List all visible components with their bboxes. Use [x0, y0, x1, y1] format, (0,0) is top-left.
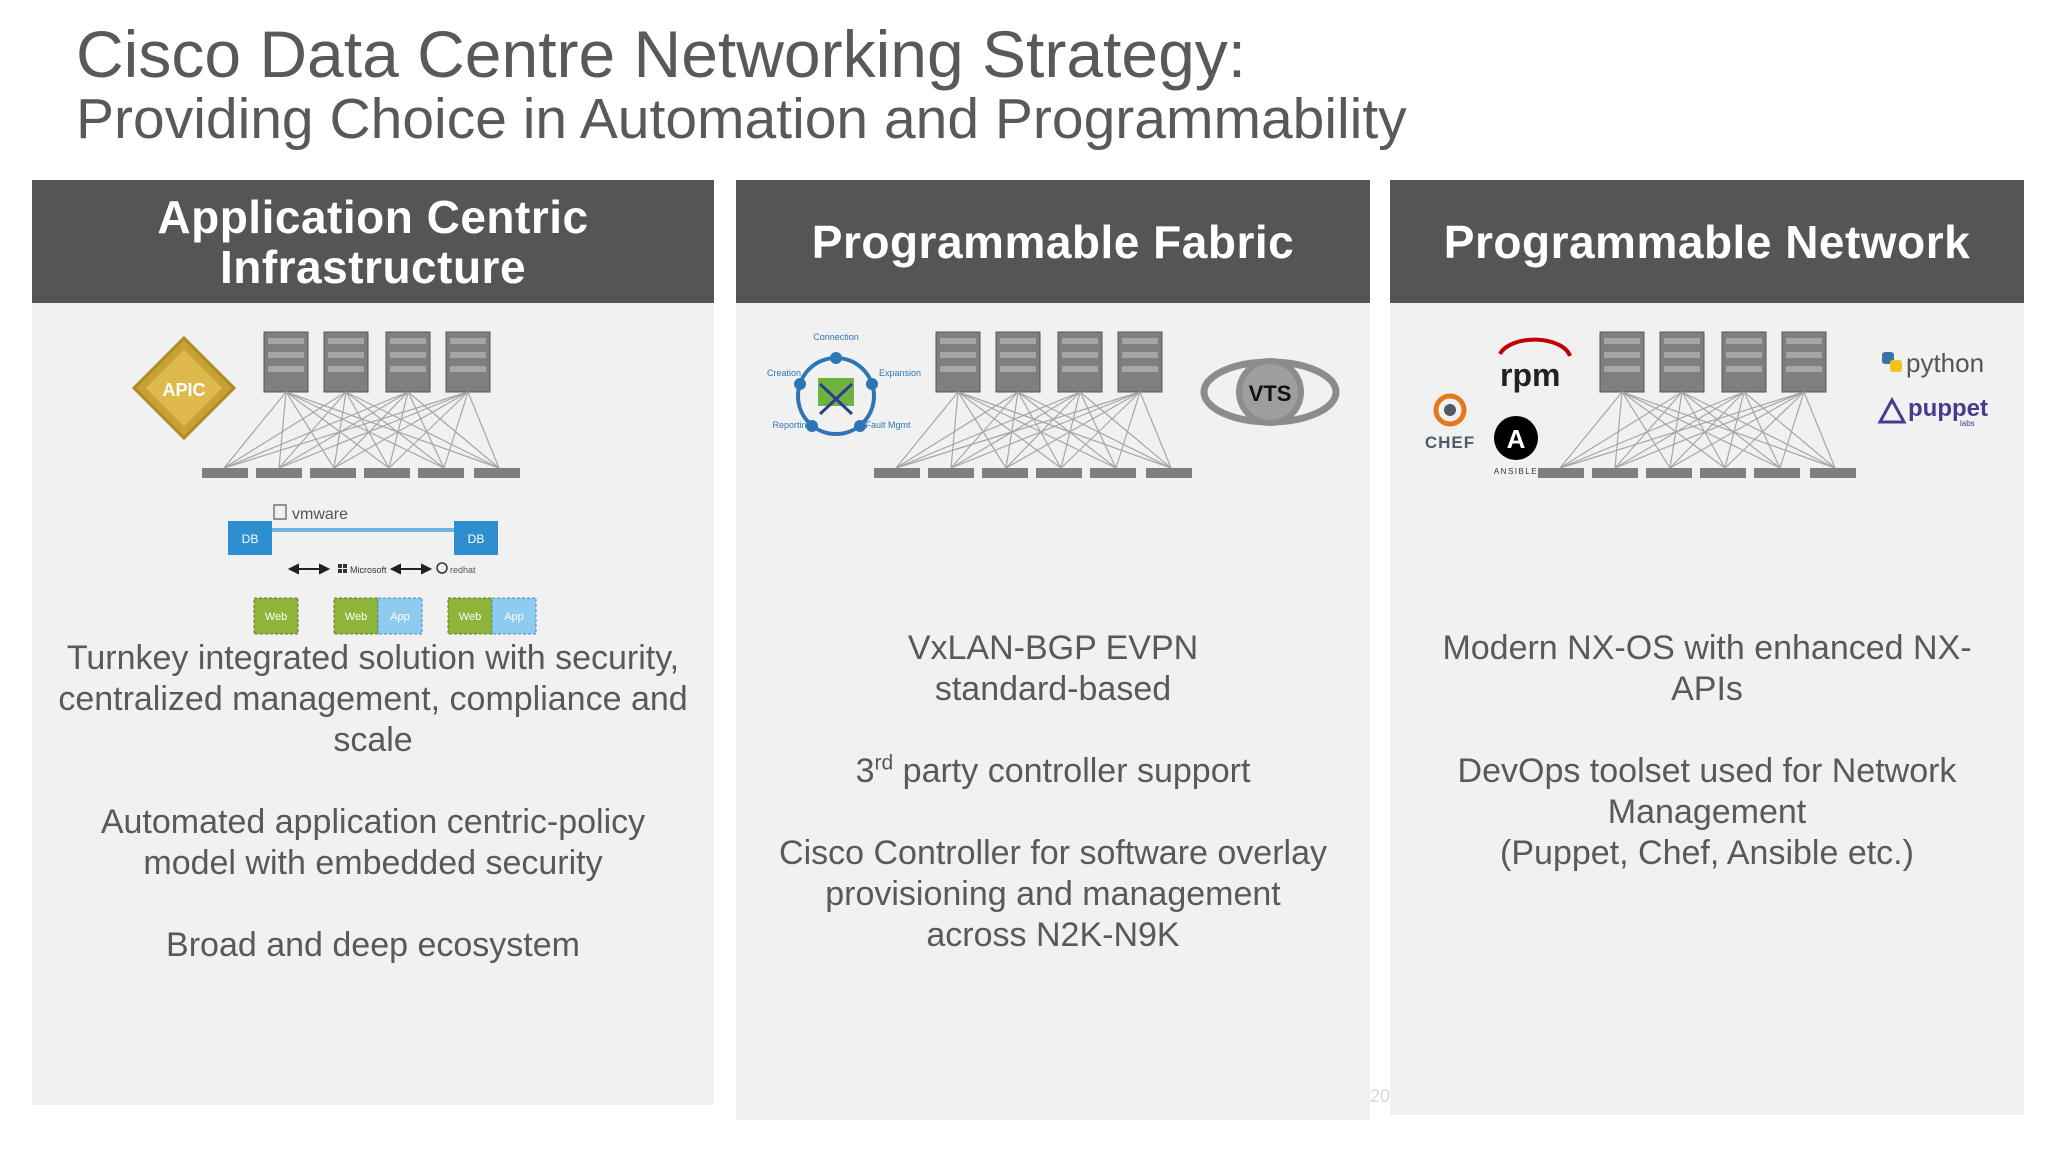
- panel-header-title: Programmable Fabric: [811, 215, 1295, 268]
- panel-header-title: Programmable Network: [1443, 215, 1971, 268]
- leaf-switches: [874, 468, 1192, 478]
- workload-boxes: Web Web App Web App: [253, 597, 537, 635]
- apic-icon: APIC: [131, 335, 237, 441]
- text-line: VxLAN-BGP EVPN: [907, 629, 1199, 667]
- redhat-icon: redhat: [436, 562, 476, 575]
- panel-body-text: VxLAN-BGP EVPN standard-based 3rd party …: [746, 628, 1360, 956]
- leaf-switches: [1538, 468, 1856, 478]
- text-line: Cisco Controller for software overlay: [779, 834, 1327, 872]
- panel-header: Programmable Network: [1390, 180, 2024, 303]
- panel-header: Application Centric Infrastructure: [32, 180, 714, 303]
- panel-header: Programmable Fabric: [736, 180, 1370, 303]
- paragraph: Turnkey integrated solution with securit…: [42, 638, 704, 761]
- fabric-graphic: Connection Creation Expansion Reporting …: [767, 331, 1340, 478]
- text-line: model with embedded security: [143, 844, 603, 882]
- svg-text:vmware: vmware: [292, 506, 348, 523]
- svg-text:puppet: puppet: [1908, 395, 1988, 422]
- panel-header-line: Infrastructure: [219, 240, 527, 293]
- svg-text:A: A: [1507, 424, 1526, 454]
- chef-icon: CHEF: [1425, 393, 1475, 452]
- text-superscript: rd: [874, 751, 894, 775]
- paragraph: 3rd party controller support: [746, 751, 1360, 792]
- puppet-icon: puppet labs: [1877, 395, 1988, 428]
- db-bar: DB DB: [228, 521, 498, 555]
- paragraph: Cisco Controller for software overlay pr…: [746, 833, 1360, 956]
- svg-text:Expansion: Expansion: [879, 368, 921, 378]
- text-line: centralized management, compliance and: [58, 680, 688, 718]
- svg-text:Creation: Creation: [767, 368, 801, 378]
- svg-text:Web: Web: [265, 611, 287, 623]
- svg-text:Web: Web: [345, 611, 367, 623]
- text-line: Modern NX-OS with enhanced NX-: [1442, 629, 1972, 667]
- svg-text:ANSIBLE: ANSIBLE: [1494, 467, 1538, 476]
- svg-text:Reporting: Reporting: [772, 420, 811, 430]
- leaf-switches: [202, 468, 520, 478]
- text-line: Broad and deep ecosystem: [166, 926, 580, 964]
- paragraph: Automated application centric-policy mod…: [42, 802, 704, 884]
- text-line: DevOps toolset used for Network: [1457, 752, 1957, 790]
- fabric-mesh: [895, 391, 1172, 469]
- svg-text:redhat: redhat: [450, 565, 476, 575]
- panel-application-centric-infrastructure: Application Centric Infrastructure APIC: [32, 180, 714, 1105]
- text-line: provisioning and management: [825, 875, 1281, 913]
- text-line: Turnkey integrated solution with securit…: [66, 639, 680, 677]
- svg-text:App: App: [390, 611, 410, 623]
- microsoft-icon: Microsoft: [338, 564, 387, 575]
- text-fragment: 3: [855, 752, 875, 790]
- svg-text:APIC: APIC: [162, 380, 205, 400]
- lifecycle-icon: Connection Creation Expansion Reporting …: [767, 332, 921, 436]
- text-fragment: party controller support: [893, 752, 1251, 790]
- svg-text:Connection: Connection: [813, 332, 859, 342]
- text-line: standard-based: [934, 670, 1172, 708]
- vts-icon: VTS: [1200, 358, 1340, 426]
- paragraph: DevOps toolset used for Network Manageme…: [1400, 751, 2014, 874]
- fabric-mesh: [223, 391, 500, 469]
- svg-text:VTS: VTS: [1249, 381, 1292, 406]
- panel-programmable-fabric: Programmable Fabric Connection Creation …: [736, 180, 1370, 1120]
- text-line: scale: [333, 721, 413, 759]
- text-line: (Puppet, Chef, Ansible etc.): [1500, 834, 1914, 872]
- paragraph: Modern NX-OS with enhanced NX- APIs: [1400, 628, 2014, 710]
- rpm-icon: rpm: [1498, 337, 1572, 393]
- text-line: across N2K-N9K: [926, 916, 1180, 954]
- svg-text:labs: labs: [1960, 419, 1975, 428]
- svg-text:DB: DB: [242, 532, 259, 546]
- paragraph: VxLAN-BGP EVPN standard-based: [746, 628, 1360, 710]
- panel-body-text: Modern NX-OS with enhanced NX- APIs DevO…: [1400, 628, 2014, 874]
- svg-text:CHEF: CHEF: [1425, 433, 1475, 452]
- svg-text:Microsoft: Microsoft: [350, 565, 387, 575]
- text-line: APIs: [1671, 670, 1743, 708]
- slide-subtitle: Providing Choice in Automation and Progr…: [76, 87, 1407, 151]
- slide-title: Cisco Data Centre Networking Strategy:: [76, 17, 1247, 91]
- aci-graphic: APIC vmware: [131, 331, 537, 635]
- network-graphic: rpm CHEF A ANSIBLE: [1425, 331, 1988, 478]
- svg-text:App: App: [504, 611, 524, 623]
- svg-text:rpm: rpm: [1500, 357, 1560, 393]
- ansible-icon: A ANSIBLE: [1494, 416, 1538, 476]
- panel-programmable-network: Programmable Network rpm CHEF A ANSIBLE: [1390, 180, 2024, 1115]
- arrow-icon: [287, 563, 433, 575]
- python-icon: python: [1882, 348, 1984, 378]
- svg-text:Web: Web: [459, 611, 481, 623]
- text-line: Automated application centric-policy: [100, 803, 646, 841]
- paragraph: Broad and deep ecosystem: [42, 925, 704, 966]
- panel-body-text: Turnkey integrated solution with securit…: [42, 638, 704, 966]
- svg-text:python: python: [1906, 348, 1984, 378]
- vmware-icon: vmware: [273, 504, 348, 523]
- fabric-mesh: [1559, 391, 1836, 469]
- svg-text:DB: DB: [468, 532, 485, 546]
- text-line: Management: [1607, 793, 1807, 831]
- panel-header-line: Application Centric: [157, 190, 589, 243]
- svg-text:Fault Mgmt: Fault Mgmt: [865, 420, 911, 430]
